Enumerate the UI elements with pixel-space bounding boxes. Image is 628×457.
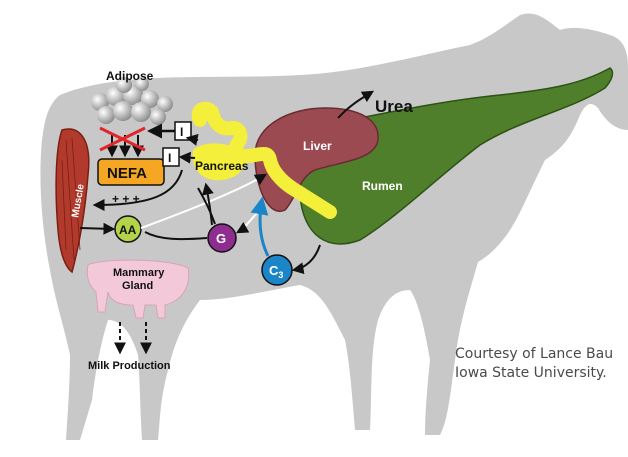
glucose-label: G [216, 231, 226, 246]
urea-label: Urea [375, 97, 413, 116]
credit-line-2: Iowa State University. [455, 365, 607, 381]
nefa-label: NEFA [107, 165, 147, 182]
aa-label: AA [119, 223, 137, 237]
liver-label: Liver [303, 139, 332, 153]
milk-production-label: Milk Production [88, 360, 171, 372]
plus-signs-label: + + + [112, 192, 140, 206]
mammary-label-line2: Gland [122, 280, 153, 292]
rumen-label: Rumen [362, 179, 403, 193]
adipose-label: Adipose [106, 69, 154, 83]
mammary-label-line1: Mammary [113, 267, 165, 279]
insulin-label-1: I [180, 125, 183, 139]
credit-line-1: Courtesy of Lance Bau [455, 346, 613, 362]
insulin-label-2: I [168, 151, 171, 165]
pancreas-label: Pancreas [195, 159, 249, 173]
